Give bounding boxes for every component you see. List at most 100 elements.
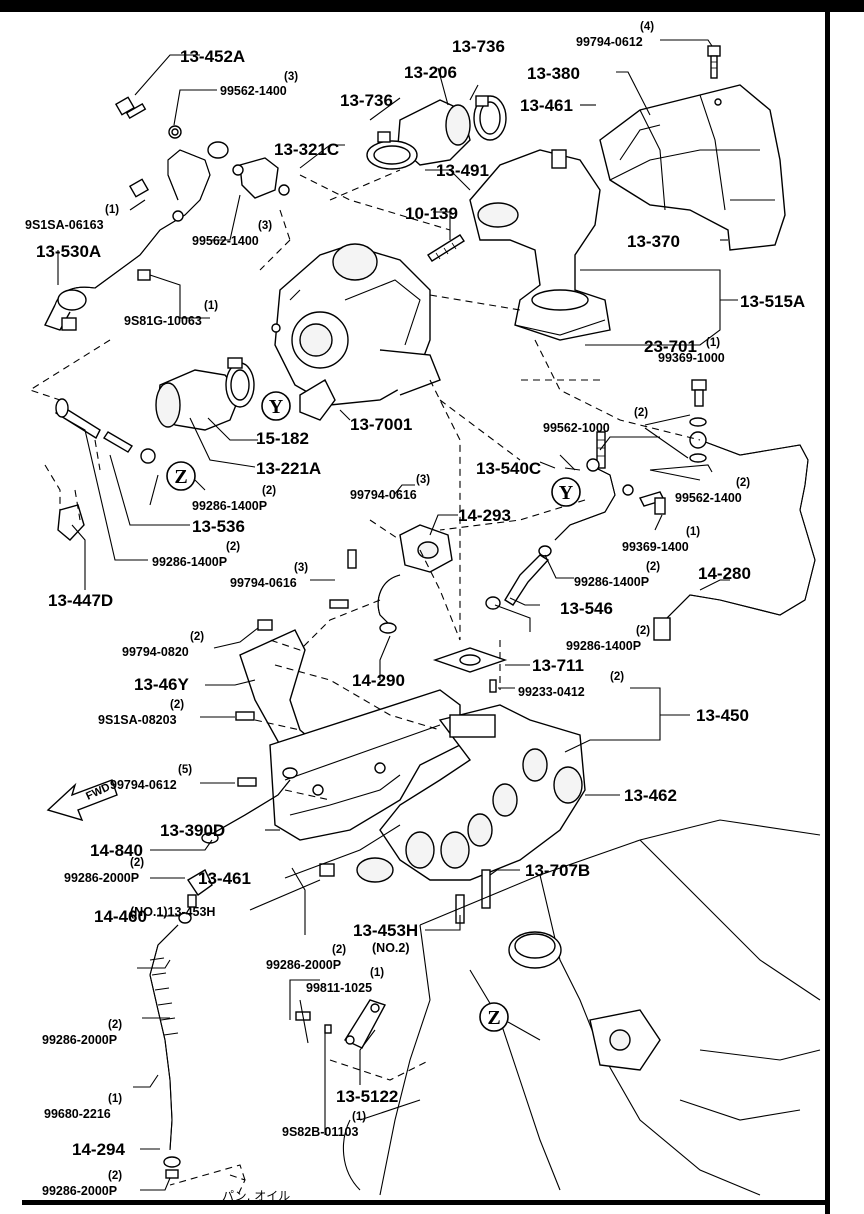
label-13-206: 13-206 bbox=[404, 63, 457, 82]
insulator-drawing bbox=[269, 689, 461, 841]
qty-99562-1400-b: (3) bbox=[258, 220, 272, 232]
label-13-390d: 13-390D bbox=[160, 821, 225, 840]
label-no1-13-453h: (NO.1)13-453H bbox=[130, 905, 215, 919]
callout-z2: Z bbox=[479, 1002, 509, 1032]
qty-9s82b-01103: (1) bbox=[352, 1111, 366, 1123]
label-14-840: 14-840 bbox=[90, 841, 143, 860]
label-13-46y: 13-46Y bbox=[134, 675, 189, 694]
qty-99369-1400: (1) bbox=[686, 526, 700, 538]
label-99286-2000p-b: 99286-2000P bbox=[266, 958, 341, 972]
qty-9s1sa-08203: (2) bbox=[170, 699, 184, 711]
label-13-5122: 13-5122 bbox=[336, 1087, 398, 1106]
label-13-491: 13-491 bbox=[436, 161, 489, 180]
label-13-447d: 13-447D bbox=[48, 591, 113, 610]
leader-lines bbox=[57, 39, 738, 1191]
qty-99794-0612-b: (5) bbox=[178, 764, 192, 776]
qty-99794-0616-a: (3) bbox=[416, 474, 430, 486]
label-99794-0612-b: 99794-0612 bbox=[110, 778, 177, 792]
qty-99562-1400-a: (3) bbox=[284, 71, 298, 83]
right-border bbox=[825, 0, 830, 1214]
qty-99794-0616-b: (3) bbox=[294, 562, 308, 574]
bolt-drawing bbox=[707, 45, 721, 79]
label-13-536: 13-536 bbox=[192, 517, 245, 536]
callout-y2-letter: Y bbox=[559, 482, 574, 504]
qty-9s81g-10063: (1) bbox=[204, 300, 218, 312]
dashed-assembly-lines bbox=[28, 169, 701, 1196]
qty-99286-2000p-b: (2) bbox=[332, 944, 346, 956]
label-13-736-b: 13-736 bbox=[452, 37, 505, 56]
label-15-182: 15-182 bbox=[256, 429, 309, 448]
egr-pipe-drawing bbox=[329, 524, 453, 634]
heat-shield-drawing bbox=[599, 84, 786, 251]
qty-99286-1400p-b: (2) bbox=[226, 541, 240, 553]
qty-99233-0412: (2) bbox=[610, 671, 624, 683]
callout-z1: Z bbox=[166, 461, 196, 491]
label-13-221a: 13-221A bbox=[256, 459, 321, 478]
oil-return-hose-drawing bbox=[55, 398, 156, 541]
label-13-515a: 13-515A bbox=[740, 292, 805, 311]
qty-99286-1400p-a: (2) bbox=[262, 485, 276, 497]
label-13-450: 13-450 bbox=[696, 706, 749, 725]
label-13-453h: 13-453H bbox=[353, 921, 418, 940]
label-23-701: 23-701 bbox=[644, 337, 697, 356]
part-labels: 13-452A (3) 99562-1400 (1) 9S1SA-06163 1… bbox=[25, 21, 805, 1203]
label-13-461-a: 13-461 bbox=[520, 96, 573, 115]
label-99794-0616-b: 99794-0616 bbox=[230, 576, 297, 590]
qty-99286-2000p-c: (2) bbox=[108, 1019, 122, 1031]
lower-oil-hose-drawing bbox=[149, 767, 298, 1179]
label-14-460: 14-460 bbox=[94, 907, 147, 926]
label-99233-0412: 99233-0412 bbox=[518, 685, 585, 699]
callout-z1-letter: Z bbox=[174, 466, 187, 488]
label-13-7001: 13-7001 bbox=[350, 415, 412, 434]
label-99680-2216: 99680-2216 bbox=[44, 1107, 111, 1121]
label-99794-0616-a: 99794-0616 bbox=[350, 488, 417, 502]
callout-y2: Y bbox=[551, 477, 581, 507]
qty-99286-1400p-d: (2) bbox=[636, 625, 650, 637]
label-14-293: 14-293 bbox=[458, 506, 511, 525]
label-99562-1400-c: 99562-1400 bbox=[675, 491, 742, 505]
label-9s81g-10063: 9S81G-10063 bbox=[124, 314, 202, 328]
label-99562-1000: 99562-1000 bbox=[543, 421, 610, 435]
label-99286-1400p-a: 99286-1400P bbox=[192, 499, 267, 513]
exhaust-elbow-drawing bbox=[469, 149, 611, 341]
qty-99562-1400-c: (2) bbox=[736, 477, 750, 489]
label-9s1sa-06163: 9S1SA-06163 bbox=[25, 218, 104, 232]
exhaust-manifold-drawing bbox=[356, 704, 586, 883]
callout-y1: Y bbox=[261, 391, 291, 421]
qty-99562-1000: (2) bbox=[634, 407, 648, 419]
label-13-530a: 13-530A bbox=[36, 242, 101, 261]
label-99794-0820: 99794-0820 bbox=[122, 645, 189, 659]
label-99369-1000: 99369-1000 bbox=[658, 351, 725, 365]
label-99794-0612-a: 99794-0612 bbox=[576, 35, 643, 49]
label-99811-1025: 99811-1025 bbox=[306, 981, 372, 995]
qty-99286-2000p-d: (2) bbox=[108, 1170, 122, 1182]
oil-return-right-drawing bbox=[485, 379, 816, 641]
label-99286-2000p-d: 99286-2000P bbox=[42, 1184, 117, 1198]
qty-99369-1000: (1) bbox=[706, 337, 720, 349]
label-99286-1400p-d: 99286-1400P bbox=[566, 639, 641, 653]
label-13-546: 13-546 bbox=[560, 599, 613, 618]
label-13-462: 13-462 bbox=[624, 786, 677, 805]
label-13-452a: 13-452A bbox=[180, 47, 245, 66]
label-99562-1400-a: 99562-1400 bbox=[220, 84, 287, 98]
top-border bbox=[0, 0, 864, 12]
qty-99794-0820: (2) bbox=[190, 631, 204, 643]
qty-99680-2216: (1) bbox=[108, 1093, 122, 1105]
label-13-321c: 13-321C bbox=[274, 140, 339, 159]
label-oil-pan: パン, オイル bbox=[222, 1189, 290, 1203]
small-bracket-drawing bbox=[295, 999, 387, 1049]
callout-y1-letter: Y bbox=[269, 396, 284, 418]
label-13-707b: 13-707B bbox=[525, 861, 590, 880]
label-13-711: 13-711 bbox=[532, 656, 584, 675]
qty-99286-2000p-a: (2) bbox=[130, 857, 144, 869]
bottom-border bbox=[22, 1200, 830, 1205]
label-14-280: 14-280 bbox=[698, 564, 751, 583]
label-99286-1400p-c: 99286-1400P bbox=[574, 575, 649, 589]
label-no2: (NO.2) bbox=[372, 941, 410, 955]
engine-block-drawing bbox=[342, 819, 821, 1196]
label-14-290: 14-290 bbox=[352, 671, 405, 690]
callout-z2-letter: Z bbox=[487, 1007, 500, 1029]
label-10-139: 10-139 bbox=[405, 204, 458, 223]
